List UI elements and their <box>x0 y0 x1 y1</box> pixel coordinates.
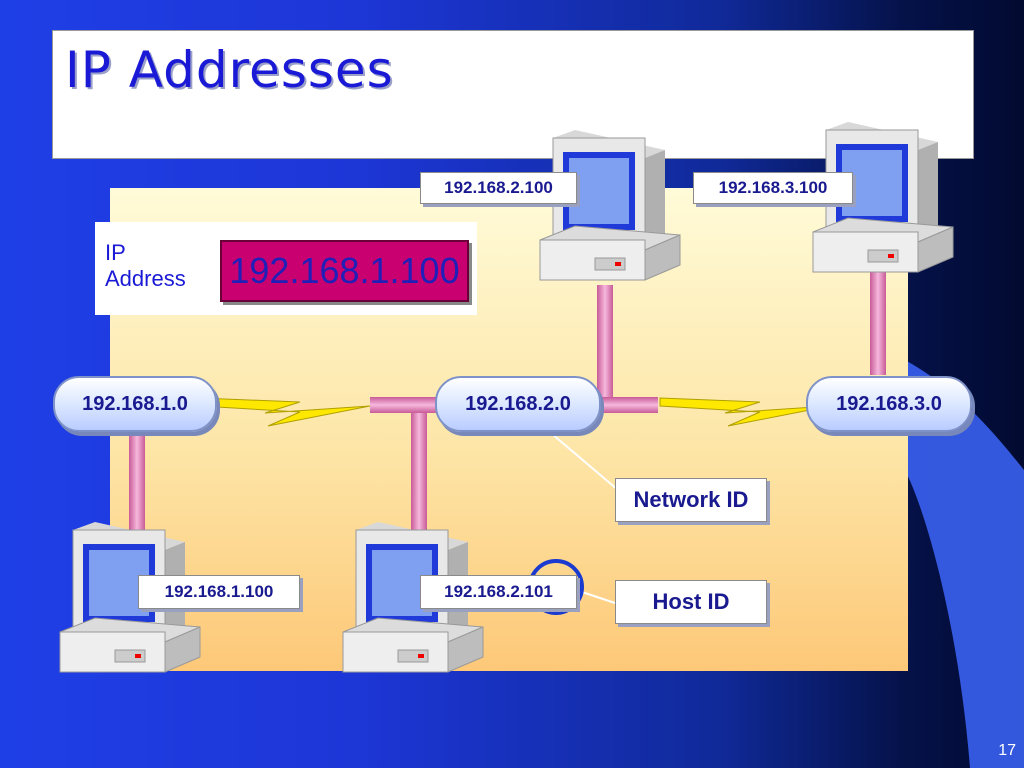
link-r3-pc <box>870 270 886 375</box>
ip-label-line2: Address <box>105 266 186 291</box>
host-label-192-168-1-100: 192.168.1.100 <box>138 575 300 609</box>
host-id-callout: Host ID <box>615 580 767 624</box>
computer-icon <box>539 130 681 281</box>
slide-title: IP Addresses <box>65 41 394 99</box>
link-bus-pc <box>411 408 427 538</box>
serial-link-left-icon <box>199 397 371 427</box>
router-192-168-1-0: 192.168.1.0 <box>53 376 217 432</box>
host-label-192-168-3-100: 192.168.3.100 <box>693 172 853 204</box>
router-192-168-2-0: 192.168.2.0 <box>435 376 601 432</box>
host-label-192-168-2-101: 192.168.2.101 <box>420 575 577 609</box>
ip-address-value: 192.168.1.100 <box>220 240 469 302</box>
ip-label-line1: IP <box>105 240 126 265</box>
link-r2-right <box>598 397 658 413</box>
router-192-168-3-0: 192.168.3.0 <box>806 376 972 432</box>
serial-link-right-icon <box>659 397 831 427</box>
network-id-callout: Network ID <box>615 478 767 522</box>
host-label-192-168-2-100: 192.168.2.100 <box>420 172 577 204</box>
ip-address-box: IP Address 192.168.1.100 <box>95 222 477 315</box>
host-id-pointer <box>581 591 619 605</box>
link-bus-left <box>370 397 436 413</box>
page-number: 17 <box>998 742 1016 759</box>
title-box: IP Addresses <box>52 30 974 159</box>
link-r1-pc <box>129 430 145 540</box>
network-id-pointer <box>544 427 619 491</box>
link-r2-pc <box>597 285 613 403</box>
ip-address-label: IP Address <box>105 240 186 292</box>
